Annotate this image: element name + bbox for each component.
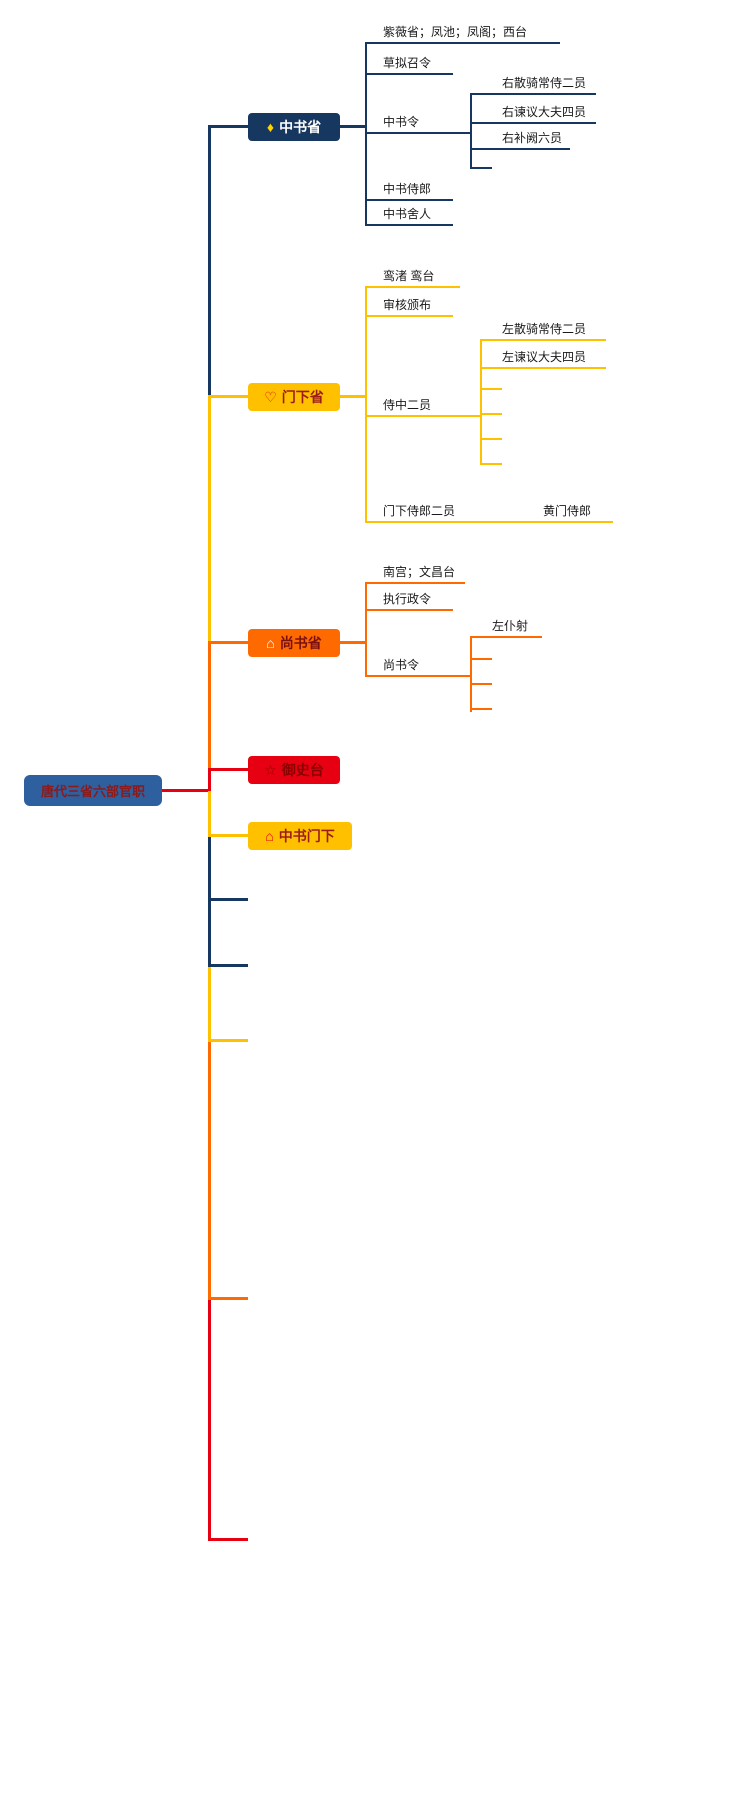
sub-subtopic[interactable]: 左仆射 (470, 618, 542, 638)
branch-connector (208, 395, 248, 398)
subtopic[interactable]: 审核颁布 (365, 297, 453, 317)
node-spine-connector (340, 125, 365, 128)
empty-subtopic-line (480, 463, 502, 465)
sub-subtopic[interactable]: 左谏议大夫四员 (480, 349, 606, 369)
empty-subtopic-line (480, 388, 502, 390)
empty-branch-line (208, 1297, 248, 1300)
subtopic[interactable]: 南宫；文昌台 (365, 564, 465, 584)
empty-subtopic-line (470, 683, 492, 685)
branch-spine (365, 42, 367, 226)
empty-subtopic-line (470, 658, 492, 660)
trunk-segment (208, 643, 211, 770)
root-node[interactable]: 唐代三省六部官职 (24, 775, 162, 806)
sub-subtopic[interactable]: 黄门侍郎 (535, 503, 613, 523)
empty-branch-line (208, 1039, 248, 1042)
star-icon: ☆ (264, 762, 277, 778)
subtopic[interactable]: 紫薇省；凤池；凤阁；西台 (365, 24, 560, 44)
subtopic-spine (470, 636, 472, 712)
trunk-segment (208, 791, 211, 836)
branch-connector (208, 125, 248, 128)
main-topic-zhongshumenxia[interactable]: ⌂ 中书门下 (248, 822, 352, 850)
empty-subtopic-line (470, 708, 492, 710)
branch-connector (208, 641, 248, 644)
subtopic[interactable]: 中书令 (365, 114, 470, 134)
empty-branch-line (208, 1538, 248, 1541)
branch-spine (365, 286, 367, 523)
sub-subtopic[interactable]: 左散骑常侍二员 (480, 321, 606, 341)
subtopic[interactable]: 尚书令 (365, 657, 470, 677)
sub-subtopic[interactable]: 右补阙六员 (470, 130, 570, 150)
gem-icon: ♦ (266, 119, 275, 135)
subtopic[interactable]: 鸾渚 鸾台 (365, 268, 460, 288)
root-connector (160, 789, 208, 792)
subtopic[interactable]: 执行政令 (365, 591, 453, 611)
main-topic-zhongshusheng[interactable]: ♦ 中书省 (248, 113, 340, 141)
home-icon: ⌂ (266, 635, 275, 651)
trunk-segment (208, 1041, 211, 1299)
main-topic-menxiasheng[interactable]: ♡ 门下省 (248, 383, 340, 411)
subtopic[interactable]: 中书舍人 (365, 206, 453, 226)
subtopic[interactable]: 门下侍郎二员 (365, 503, 470, 523)
subtopic-connector (470, 521, 535, 523)
empty-subtopic-line (480, 413, 502, 415)
trunk-segment (208, 770, 211, 791)
heart-icon: ♡ (264, 389, 277, 405)
empty-branch-line (208, 964, 248, 967)
subtopic-spine (480, 339, 482, 465)
trunk-segment (208, 836, 211, 966)
branch-connector (208, 768, 248, 771)
sub-subtopic[interactable]: 右谏议大夫四员 (470, 104, 596, 124)
main-topic-label: 中书省 (279, 119, 322, 135)
trunk-segment (208, 125, 211, 397)
empty-subtopic-line (480, 438, 502, 440)
node-spine-connector (340, 641, 365, 644)
main-topic-label: 御史台 (281, 762, 324, 778)
subtopic-spine (470, 93, 472, 169)
trunk-segment (208, 966, 211, 1041)
node-spine-connector (340, 395, 365, 398)
subtopic[interactable]: 中书侍郎 (365, 181, 453, 201)
trunk-segment (208, 397, 211, 643)
main-topic-label: 中书门下 (278, 828, 335, 844)
subtopic[interactable]: 侍中二员 (365, 397, 480, 417)
trunk-segment (208, 1299, 211, 1541)
sub-subtopic[interactable]: 右散骑常侍二员 (470, 75, 596, 95)
empty-subtopic-line (470, 167, 492, 169)
main-topic-label: 尚书省 (279, 635, 322, 651)
home-icon: ⌂ (265, 828, 274, 844)
main-topic-label: 门下省 (281, 389, 324, 405)
subtopic[interactable]: 草拟召令 (365, 55, 453, 75)
empty-branch-line (208, 898, 248, 901)
branch-connector (208, 834, 248, 837)
branch-spine (365, 582, 367, 677)
main-topic-yushitai[interactable]: ☆ 御史台 (248, 756, 340, 784)
main-topic-shangshusheng[interactable]: ⌂ 尚书省 (248, 629, 340, 657)
